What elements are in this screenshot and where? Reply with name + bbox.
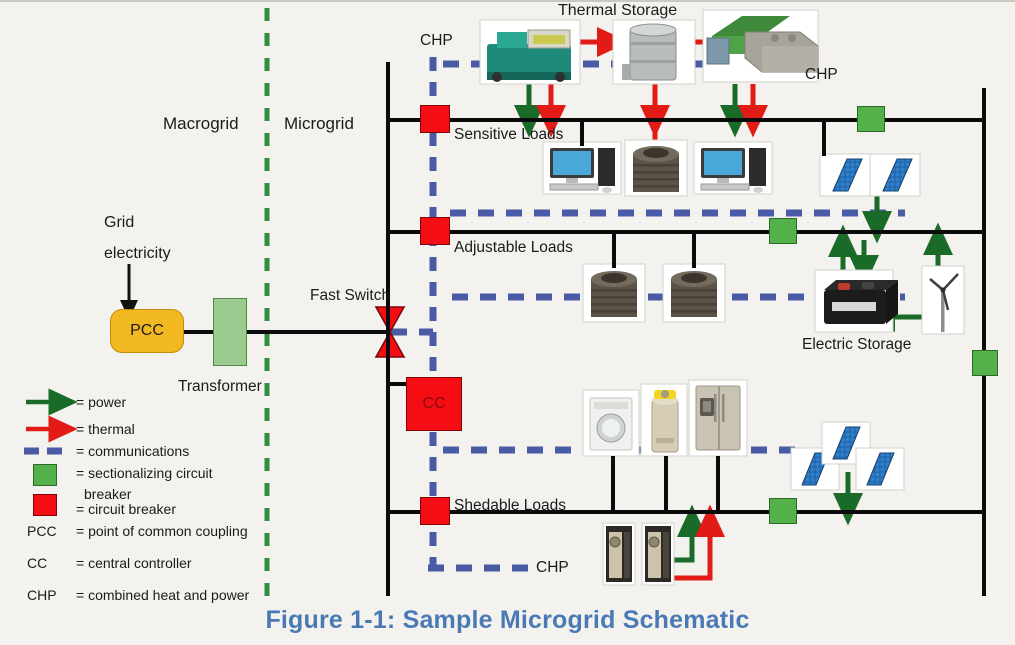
fast-switch-symbol[interactable] xyxy=(374,306,406,358)
microgrid-label: Microgrid xyxy=(284,114,354,133)
load-stub xyxy=(692,230,696,268)
load-stub xyxy=(580,118,584,146)
refrigerator-icon xyxy=(688,379,748,457)
legend-green-square-icon xyxy=(33,464,57,486)
central-controller-box[interactable]: CC xyxy=(406,377,462,431)
legend-power-text: = power xyxy=(76,394,127,410)
cc-tap-line xyxy=(386,382,420,386)
desktop-computer-icon xyxy=(693,141,773,195)
load-stub xyxy=(664,456,668,512)
load-stub xyxy=(611,456,615,512)
legend-sectionalizing-text: = sectionalizing circuit xyxy=(76,465,213,481)
sensitive-loads-bus xyxy=(386,118,984,122)
load-stub xyxy=(822,118,826,156)
chp-unit-icon xyxy=(702,9,819,83)
small-chp-unit-icon xyxy=(641,522,675,586)
legend-sectionalizing-breaker-text: breaker xyxy=(84,486,132,502)
circuit-breaker-adjustable[interactable] xyxy=(420,217,450,245)
legend-abbr-pcc-text: = point of common coupling xyxy=(76,523,248,539)
load-stub xyxy=(716,456,720,512)
legend-circuit-breaker-text: = circuit breaker xyxy=(76,501,176,517)
adjustable-loads-label: Adjustable Loads xyxy=(454,239,573,256)
sectionalizing-switch-adjustable[interactable] xyxy=(769,218,797,244)
legend-abbr-chp-text: = combined heat and power xyxy=(76,587,250,603)
thermal-storage-label: Thermal Storage xyxy=(558,2,678,19)
washing-machine-icon xyxy=(582,389,640,457)
thermal-storage-tank-icon xyxy=(612,19,696,85)
electric-storage-label: Electric Storage xyxy=(802,336,912,353)
legend-abbr-cc-text: = central controller xyxy=(76,555,192,571)
grid-electricity-label-line2: electricity xyxy=(104,245,171,262)
legend-red-square-icon xyxy=(33,494,57,516)
hvac-condenser-icon xyxy=(582,263,646,323)
circuit-breaker-shedable[interactable] xyxy=(420,497,450,525)
transformer-label: Transformer xyxy=(178,378,262,395)
chp-left-label: CHP xyxy=(420,32,453,49)
shedable-loads-label: Shedable Loads xyxy=(454,497,567,514)
hvac-condenser-icon xyxy=(662,263,726,323)
cc-label: CC xyxy=(422,395,446,412)
microgrid-main-vertical-bus xyxy=(386,62,390,596)
hvac-condenser-icon xyxy=(624,139,688,197)
chp-bottom-label: CHP xyxy=(536,559,569,576)
legend-communications-text: = communications xyxy=(76,443,190,459)
legend-thermal-text: = thermal xyxy=(76,421,135,437)
microgrid-schematic: CC PCC Macrogrid Microgrid Grid electric… xyxy=(0,2,1015,603)
pcc-box[interactable]: PCC xyxy=(110,309,184,353)
desktop-computer-icon xyxy=(542,141,622,195)
sectionalizing-switch-shedable[interactable] xyxy=(769,498,797,524)
water-heater-icon xyxy=(640,383,688,457)
chp-engine-icon xyxy=(479,19,581,85)
legend-abbr-cc: CC xyxy=(27,555,48,571)
load-stub xyxy=(529,118,533,120)
chp-right-label: CHP xyxy=(805,66,838,83)
battery-icon xyxy=(814,269,898,333)
figure-caption: Figure 1-1: Sample Microgrid Schematic xyxy=(265,606,750,634)
adjustable-loads-bus xyxy=(386,230,984,234)
schematic-vector-layer xyxy=(24,8,965,596)
circuit-breaker-sensitive[interactable] xyxy=(420,105,450,133)
transformer-box[interactable] xyxy=(213,298,247,366)
fast-switch-label: Fast Switch xyxy=(310,287,391,304)
grid-electricity-label-line1: Grid xyxy=(104,214,135,231)
sectionalizing-switch-right-bus[interactable] xyxy=(972,350,998,376)
sensitive-loads-label: Sensitive Loads xyxy=(454,126,564,143)
small-chp-unit-icon xyxy=(602,522,636,586)
right-vertical-bus xyxy=(982,88,986,596)
pcc-feeder-line xyxy=(178,330,390,334)
sectionalizing-switch-sensitive[interactable] xyxy=(857,106,885,132)
legend-abbr-chp: CHP xyxy=(27,587,57,603)
shedable-loads-bus xyxy=(386,510,984,514)
pcc-label: PCC xyxy=(130,322,164,339)
solar-panel-icon xyxy=(790,421,905,491)
macrogrid-label: Macrogrid xyxy=(163,114,239,133)
wind-turbine-icon xyxy=(921,265,965,335)
legend-abbr-pcc: PCC xyxy=(27,523,57,539)
thermal-arrow-bottom-chp xyxy=(665,504,725,581)
solar-panel-icon xyxy=(819,153,921,197)
load-stub xyxy=(612,230,616,268)
